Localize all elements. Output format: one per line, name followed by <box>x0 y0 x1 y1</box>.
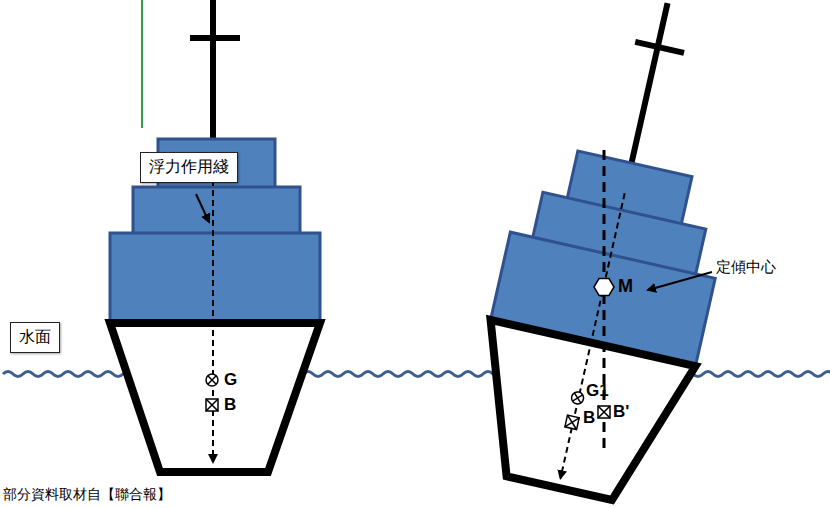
green-line <box>141 0 143 128</box>
point-label: G <box>224 370 237 390</box>
point-label: M <box>618 276 633 297</box>
point-label: B <box>583 408 595 428</box>
buoyancy-line <box>603 150 606 450</box>
caption: 部分資料取材自【聯合報】 <box>3 486 171 504</box>
metacenter-symbol <box>594 279 614 296</box>
point-label: B <box>224 395 236 415</box>
buoyancy-center-symbol <box>598 406 610 418</box>
point-label: G1 <box>586 381 609 401</box>
callout-text: 定傾中心 <box>716 258 776 277</box>
leader-line <box>196 194 209 222</box>
leader-line <box>648 272 712 290</box>
box-text: 浮力作用綫 <box>149 157 229 178</box>
label-box: 浮力作用綫 <box>140 152 238 183</box>
upright-ship <box>110 0 320 472</box>
point-label: B' <box>613 402 629 422</box>
heeled-ship <box>458 0 772 508</box>
buoyancy-center-symbol <box>598 406 610 418</box>
box-text: 水面 <box>19 327 51 348</box>
label-box: 水面 <box>10 322 60 353</box>
